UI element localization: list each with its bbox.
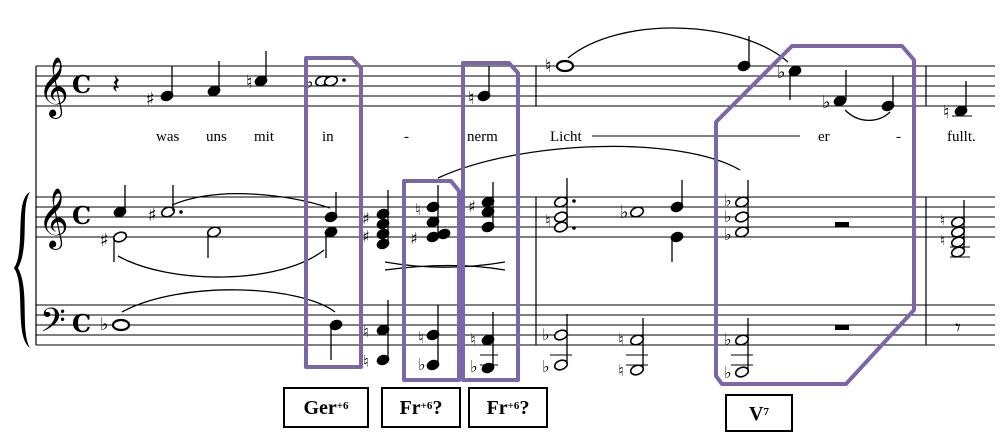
treble-clef-icon: 𝄞 xyxy=(38,57,69,119)
svg-text:♭: ♭ xyxy=(724,191,732,210)
label-ger6: Ger+6 xyxy=(283,387,369,428)
svg-text:♭: ♭ xyxy=(620,202,629,223)
svg-text:♭: ♭ xyxy=(724,225,732,244)
svg-text:♮: ♮ xyxy=(363,322,369,341)
svg-text:♭: ♭ xyxy=(100,314,109,335)
svg-text:𝄽: 𝄽 xyxy=(112,70,120,100)
voice-notes: 𝄽 ♯ ♮ ♭ ♮ ♮ ♭ ♭ xyxy=(112,36,972,123)
lyric-syllable: fullt. xyxy=(947,129,976,145)
svg-text:♭: ♭ xyxy=(724,363,732,382)
voice-slurs xyxy=(567,27,891,122)
svg-text:♭: ♭ xyxy=(822,92,831,113)
svg-text:♮: ♮ xyxy=(246,72,252,93)
svg-text:♭: ♭ xyxy=(542,325,550,344)
svg-text:♯: ♯ xyxy=(148,205,157,226)
ger6-highlight xyxy=(304,56,363,369)
svg-text:♮: ♮ xyxy=(363,352,369,371)
svg-text:♮: ♮ xyxy=(940,233,945,249)
time-signature: C xyxy=(72,201,91,230)
svg-text:♯: ♯ xyxy=(146,89,155,110)
label-sup: +6 xyxy=(420,400,433,412)
svg-text:♮: ♮ xyxy=(943,102,949,123)
piano-treble-staff xyxy=(36,196,995,238)
lyric-syllable: - xyxy=(896,129,901,145)
voice-staff xyxy=(36,65,995,107)
svg-text:♮: ♮ xyxy=(468,88,474,109)
label-suffix: ? xyxy=(432,397,443,419)
piano-bass-slur xyxy=(121,289,336,313)
chord-highlights xyxy=(304,44,916,386)
piano-bass-staff xyxy=(36,304,995,346)
lyric-syllable: - xyxy=(404,129,409,145)
svg-text:♭: ♭ xyxy=(542,357,550,376)
svg-text:♭: ♭ xyxy=(418,355,426,374)
svg-text:♮: ♮ xyxy=(618,330,624,349)
piano-treble-slurs xyxy=(117,145,741,278)
label-sup: +6 xyxy=(507,400,520,412)
svg-text:♯: ♯ xyxy=(362,209,370,228)
lyric-syllable: was xyxy=(156,129,179,145)
label-sup: 7 xyxy=(763,406,769,418)
svg-text:♭: ♭ xyxy=(305,72,314,93)
svg-text:♯: ♯ xyxy=(468,197,476,216)
svg-text:♭: ♭ xyxy=(724,207,732,226)
svg-text:♮: ♮ xyxy=(545,56,551,77)
label-fr6-1: Fr+6? xyxy=(381,387,461,428)
svg-text:♮: ♮ xyxy=(415,200,421,219)
label-base: Ger xyxy=(303,397,337,419)
svg-text:♮: ♮ xyxy=(418,328,424,347)
fr6-highlight-1 xyxy=(402,179,461,382)
label-fr6-2: Fr+6? xyxy=(468,387,548,428)
time-signature: C xyxy=(72,70,91,99)
lyric-syllable: in xyxy=(322,129,334,145)
label-v7: V7 xyxy=(725,394,793,432)
piano-treble-notes: ♯ ♯ ♯ ♯ ♮ ♯ ♯ xyxy=(100,178,970,262)
svg-text:♭: ♭ xyxy=(724,330,732,349)
barlines xyxy=(35,66,927,345)
label-base: Fr xyxy=(399,397,421,419)
time-signature: C xyxy=(72,309,91,338)
label-base: Fr xyxy=(486,397,508,419)
piano-brace xyxy=(14,192,30,348)
svg-text:♮: ♮ xyxy=(618,361,624,380)
lyric-syllable: mit xyxy=(254,129,275,145)
svg-text:♭: ♭ xyxy=(777,62,786,83)
label-base: V xyxy=(749,403,764,425)
lyric-syllable: uns xyxy=(206,129,227,145)
lyrics-line: was uns mit in - nerm Licht er - fullt. xyxy=(156,129,976,145)
label-suffix: ? xyxy=(519,397,530,419)
fr6-highlight-2 xyxy=(461,61,520,382)
lyric-syllable: Licht xyxy=(550,129,582,145)
svg-text:♭: ♭ xyxy=(470,357,478,376)
label-sup: +6 xyxy=(336,400,349,412)
svg-text:♮: ♮ xyxy=(470,330,476,349)
svg-text:♯: ♯ xyxy=(410,229,418,248)
bass-clef-icon: 𝄢 xyxy=(40,302,66,348)
svg-text:♮: ♮ xyxy=(545,211,551,230)
svg-text:𝄾: 𝄾 xyxy=(955,316,961,341)
treble-clef-icon: 𝄞 xyxy=(38,188,69,250)
svg-text:♮: ♮ xyxy=(940,213,945,229)
piano-bass-notes: ♭ ♮ ♮ ♮ ♭ ♮ ♭ ♭ ♭ ♮ ♮ xyxy=(100,300,961,382)
lyric-syllable: er xyxy=(818,129,830,145)
svg-text:♯: ♯ xyxy=(362,227,370,246)
svg-text:♯: ♯ xyxy=(100,230,109,251)
lyric-syllable: nerm xyxy=(467,129,498,145)
v7-highlight xyxy=(714,44,916,386)
